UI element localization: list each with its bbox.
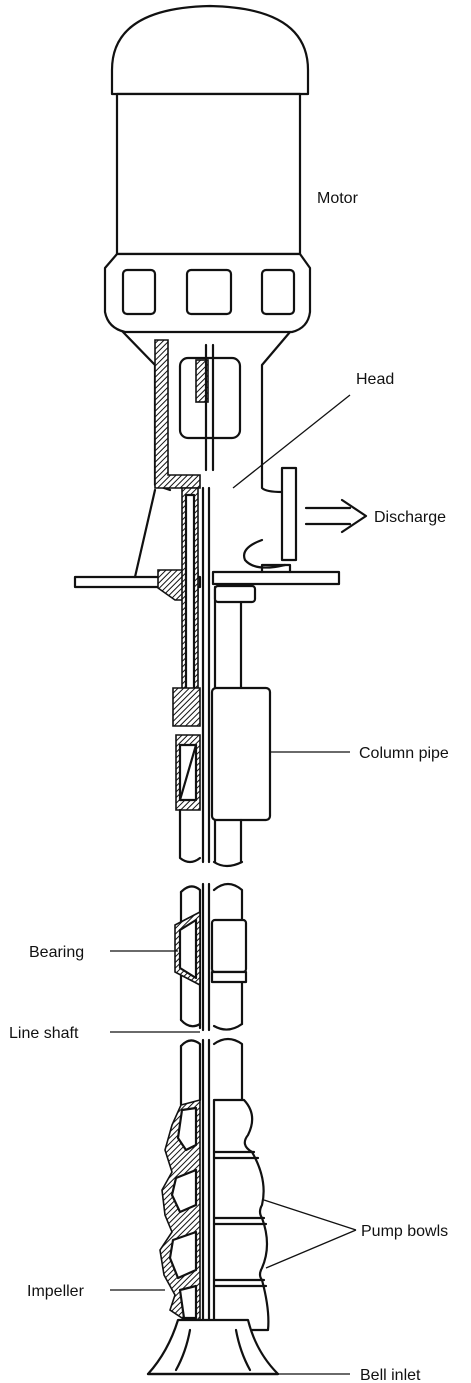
discharge-head <box>73 330 341 601</box>
motor-dome <box>110 4 310 96</box>
label-bell-inlet: Bell inlet <box>360 1367 421 1383</box>
column-section-middle <box>174 882 248 1031</box>
label-bearing: Bearing <box>29 944 84 961</box>
label-impeller: Impeller <box>27 1283 85 1300</box>
motor-window-right <box>260 268 296 316</box>
label-line-shaft: Line shaft <box>9 1025 79 1042</box>
column-section-upper <box>172 487 272 868</box>
label-column-pipe: Column pipe <box>359 745 449 762</box>
motor <box>103 4 312 334</box>
label-head: Head <box>356 371 394 388</box>
motor-window-center <box>185 268 233 316</box>
pump-bowl-assembly <box>146 1037 280 1376</box>
label-pump-bowls: Pump bowls <box>361 1223 448 1240</box>
line-shaft <box>201 486 211 1362</box>
callout-lines <box>110 394 368 1375</box>
label-discharge: Discharge <box>374 509 446 526</box>
motor-body <box>115 92 302 256</box>
label-motor: Motor <box>317 190 359 207</box>
motor-window-left <box>121 268 157 316</box>
